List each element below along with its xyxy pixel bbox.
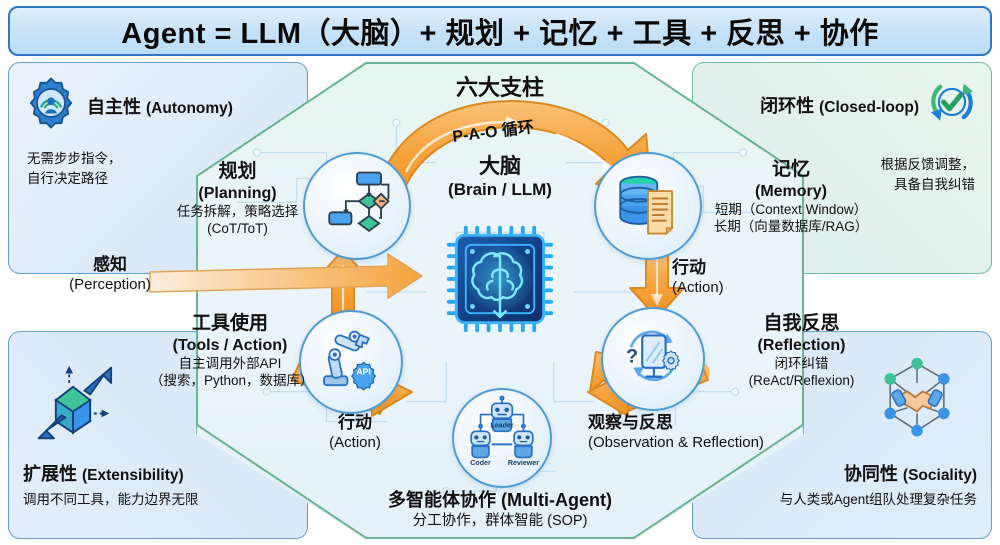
autonomy-description: 无需步步指令， 自行决定路径 xyxy=(27,151,122,186)
extensibility-title: 扩展性 (Extensibility) xyxy=(23,464,184,484)
gear-autonomy-icon xyxy=(23,75,79,136)
svg-text:?: ? xyxy=(626,345,638,367)
flow-label-observation: 观察与反思 (Observation & Reflection) xyxy=(588,413,764,451)
multi-agent-caption: 多智能体协作 (Multi-Agent) 分工协作，群体智能 (SOP) xyxy=(0,489,1000,531)
flow-label-action-right: 行动 (Action) xyxy=(672,258,724,296)
sociality-description: 与人类或Agent组队处理复杂任务 xyxy=(779,492,977,508)
flowchart-icon xyxy=(320,167,394,246)
robot-role-coder: Coder xyxy=(470,458,491,466)
robot-arm-api-icon: API xyxy=(315,324,387,401)
extensibility-description: 调用不同工具，能力边界无限 xyxy=(23,492,199,508)
flow-label-action-left: 行动 (Action) xyxy=(329,413,381,451)
sociality-title: 协同性 (Sociality) xyxy=(843,464,977,484)
brain-label: 大脑 (Brain / LLM) xyxy=(448,155,552,199)
svg-text:API: API xyxy=(356,366,370,376)
title-banner: Agent = LLM（大脑）+ 规划 + 记忆 + 工具 + 反思 + 协作 xyxy=(8,6,992,56)
node-reflection-label: 自我反思 (Reflection) 闭环纠错 (ReAct/Reflexion) xyxy=(748,313,855,388)
node-memory-circle[interactable] xyxy=(594,152,702,260)
node-reflection-circle[interactable]: ? xyxy=(601,307,705,411)
node-planning-circle[interactable] xyxy=(303,152,411,260)
node-planning-label: 规划 (Planning) 任务拆解，策略选择 (CoT/ToT) xyxy=(176,161,299,236)
node-tools-circle[interactable]: API xyxy=(299,310,403,414)
multi-agent-caption-subtitle: 分工协作，群体智能 (SOP) xyxy=(412,513,588,530)
node-memory-label: 记忆 (Memory) 短期（Context Window） 长期（向量数据库/… xyxy=(713,159,869,234)
closed-loop-description: 根据反馈调整， 具备自我纠错 xyxy=(880,157,976,192)
cpu-brain-chip-icon xyxy=(443,222,557,336)
robot-role-leader: Leader xyxy=(490,421,513,429)
refresh-check-icon xyxy=(925,75,979,134)
node-multi-agent-circle[interactable]: Leader Coder Reviewer xyxy=(452,388,552,488)
node-tools-label: 工具使用 (Tools / Action) 自主调用外部API （搜索，Pyth… xyxy=(150,313,314,388)
autonomy-header: 自主性 (Autonomy) xyxy=(23,75,297,136)
flow-label-perception: 感知 (Perception) xyxy=(69,255,151,293)
mirror-gear-icon: ? xyxy=(617,321,689,398)
robot-role-reviewer: Reviewer xyxy=(508,458,539,466)
multi-agent-caption-title: 多智能体协作 (Multi-Agent) xyxy=(388,489,612,510)
three-robots-icon: Leader Coder Reviewer xyxy=(460,394,544,483)
six-pillars-heading: 六大支柱 xyxy=(455,75,544,100)
expand-cube-icon xyxy=(27,362,119,449)
database-scroll-icon xyxy=(611,167,685,246)
handshake-network-icon xyxy=(869,354,965,451)
page-title: Agent = LLM（大脑）+ 规划 + 记忆 + 工具 + 反思 + 协作 xyxy=(121,18,879,50)
